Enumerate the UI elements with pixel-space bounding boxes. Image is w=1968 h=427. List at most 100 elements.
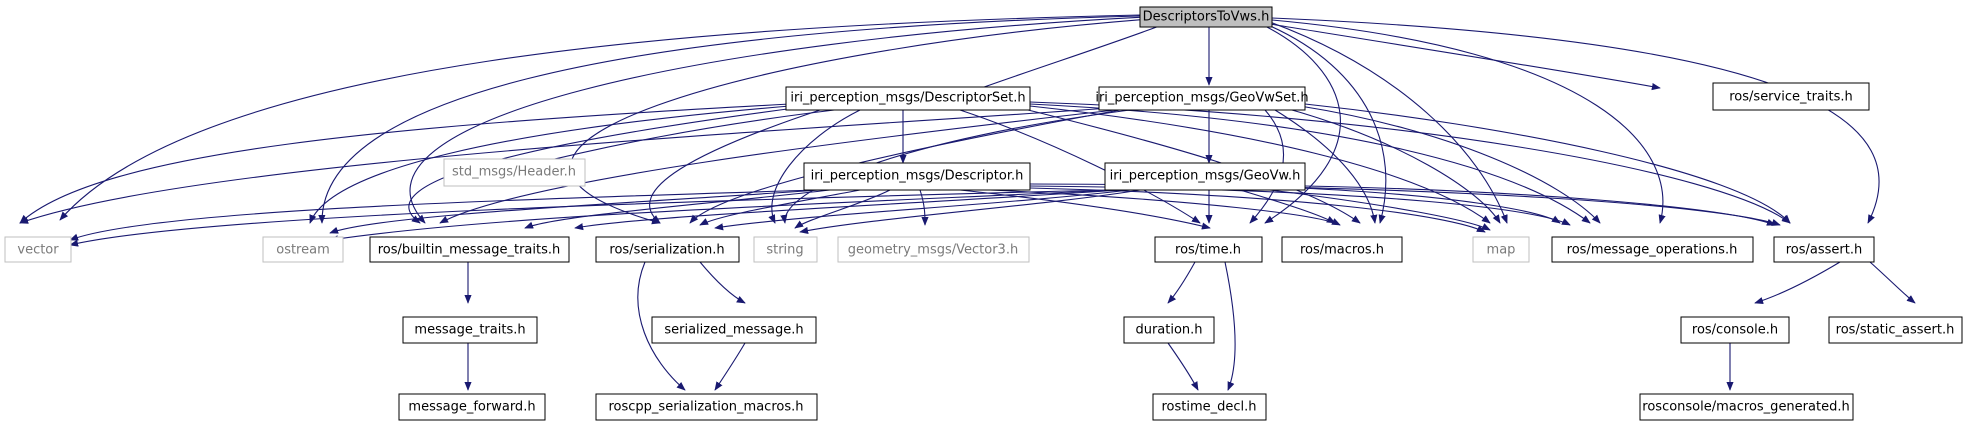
node-ostream-label: ostream (276, 243, 330, 258)
edge-geovwset-assert (1304, 103, 1791, 224)
edge-root-serialization (569, 18, 1151, 225)
node-serialization-label: ros/serialization.h (609, 243, 724, 258)
edge-descriptorset-ostream (309, 105, 791, 224)
node-macros[interactable]: ros/macros.h (1281, 236, 1403, 263)
edge-descriptor-vector (69, 189, 816, 241)
node-message-operations[interactable]: ros/message_operations.h (1551, 236, 1754, 263)
node-descriptor[interactable]: iri_perception_msgs/Descriptor.h (803, 162, 1031, 191)
edge-descriptorset-macros (1019, 107, 1361, 224)
node-map-label: map (1487, 243, 1516, 258)
node-static-assert-label: ros/static_assert.h (1836, 323, 1955, 338)
node-static-assert[interactable]: ros/static_assert.h (1828, 316, 1963, 344)
node-geo-vw-label: iri_perception_msgs/GeoVw.h (1110, 169, 1301, 184)
edge-root-messageops (1271, 19, 1666, 224)
node-duration[interactable]: duration.h (1123, 316, 1215, 344)
edge-serialization-serializedmessage (699, 261, 746, 304)
node-string: string (753, 236, 818, 263)
edge-descriptorset-time (959, 109, 1201, 224)
node-vector3: geometry_msgs/Vector3.h (837, 236, 1030, 263)
node-geo-vw-set-label: iri_perception_msgs/GeoVwSet.h (1095, 91, 1308, 106)
edge-root-ostream (318, 15, 1141, 224)
node-message-forward-label: message_forward.h (408, 400, 535, 415)
node-assert-label: ros/assert.h (1786, 243, 1863, 258)
edge-geovw-builtintraits (574, 189, 1121, 231)
edge-descriptor-string (794, 189, 891, 229)
edge-geovwset-macros (1274, 109, 1378, 224)
edge-descriptor-serialization (699, 189, 861, 226)
edge-descriptorset-serialization (649, 109, 821, 224)
edge-descriptor-vector3 (919, 189, 929, 226)
node-roscpp-macros-label: roscpp_serialization_macros.h (609, 400, 804, 415)
node-root: DescriptorsToVws.h (1139, 6, 1273, 28)
node-rostime-decl[interactable]: rostime_decl.h (1152, 393, 1267, 421)
dependency-edges (19, 14, 1916, 391)
node-service-traits-label: ros/service_traits.h (1729, 90, 1853, 105)
edge-descriptorset-map (1029, 105, 1491, 224)
node-builtin-traits-label: ros/builtin_message_traits.h (378, 243, 561, 258)
header-nodes: DescriptorsToVws.h iri_perception_msgs/D… (4, 6, 1963, 421)
edge-descriptor-builtintraits (524, 189, 831, 229)
node-roscpp-macros[interactable]: roscpp_serialization_macros.h (595, 393, 818, 421)
node-macros-label: ros/macros.h (1300, 243, 1384, 258)
node-rosconsole-macros[interactable]: rosconsole/macros_generated.h (1639, 393, 1854, 421)
edge-assert-staticassert (1869, 261, 1916, 304)
edge-root-builtintraits (409, 16, 1146, 224)
edge-duration-rostimedecl (1167, 342, 1199, 391)
edge-geovw-assert (1304, 185, 1776, 226)
edge-descriptor-time (959, 189, 1211, 230)
edge-geovw-messageops (1299, 187, 1561, 224)
node-service-traits[interactable]: ros/service_traits.h (1712, 82, 1870, 111)
edge-root-servicetraits (1269, 23, 1661, 91)
edge-descriptorset-messageops (1029, 103, 1591, 224)
edge-geovw-vector (69, 189, 1111, 247)
node-message-traits[interactable]: message_traits.h (402, 316, 538, 344)
node-ostream: ostream (262, 236, 344, 263)
node-geo-vw[interactable]: iri_perception_msgs/GeoVw.h (1104, 162, 1306, 191)
edge-descriptorset-vector (19, 103, 791, 224)
node-rostime-decl-label: rostime_decl.h (1161, 400, 1256, 415)
edge-root-descriptorset (958, 21, 1171, 97)
node-time-label: ros/time.h (1175, 243, 1241, 258)
node-serialization[interactable]: ros/serialization.h (595, 236, 740, 263)
node-message-forward[interactable]: message_forward.h (398, 393, 546, 421)
edge-geovw-map (1269, 189, 1491, 231)
node-message-traits-label: message_traits.h (414, 323, 525, 338)
edge-root-macros (1267, 24, 1387, 224)
edge-geovw-ostream (329, 189, 1116, 243)
node-console[interactable]: ros/console.h (1680, 316, 1790, 344)
node-map: map (1472, 236, 1530, 263)
node-message-operations-label: ros/message_operations.h (1567, 243, 1738, 258)
node-descriptor-label: iri_perception_msgs/Descriptor.h (811, 169, 1024, 184)
node-serialized-message-label: serialized_message.h (664, 323, 803, 338)
edge-geovw-string (799, 189, 1141, 234)
edge-geovwset-messageops (1299, 105, 1601, 224)
edge-geovw-serialization (714, 189, 1131, 231)
node-root-label: DescriptorsToVws.h (1143, 10, 1270, 25)
node-descriptor-set-label: iri_perception_msgs/DescriptorSet.h (790, 91, 1025, 106)
node-vector-label: vector (17, 243, 59, 258)
node-string-label: string (766, 243, 803, 258)
node-std-header: std_msgs/Header.h (443, 158, 586, 187)
node-rosconsole-macros-label: rosconsole/macros_generated.h (1642, 400, 1849, 415)
edge-serializedmessage-roscppmacros (714, 342, 746, 391)
edge-geovw-macros (1239, 189, 1336, 224)
edge-serialization-roscppmacros (637, 261, 686, 391)
edge-assert-console (1754, 261, 1841, 304)
node-assert[interactable]: ros/assert.h (1773, 236, 1875, 263)
edge-root-assert (1271, 17, 1880, 224)
node-std-header-label: std_msgs/Header.h (452, 165, 576, 180)
node-serialized-message[interactable]: serialized_message.h (651, 316, 817, 344)
node-vector3-label: geometry_msgs/Vector3.h (848, 243, 1018, 258)
edge-root-vector (59, 14, 1141, 221)
edge-descriptor-ostream (329, 189, 821, 234)
edge-time-duration (1167, 261, 1196, 304)
node-geo-vw-set[interactable]: iri_perception_msgs/GeoVwSet.h (1095, 86, 1309, 111)
edge-geovwset-map (1284, 107, 1501, 224)
edge-geovwset-vector (19, 107, 1111, 224)
edge-root-map (1269, 21, 1508, 224)
node-time[interactable]: ros/time.h (1154, 236, 1263, 263)
node-descriptor-set[interactable]: iri_perception_msgs/DescriptorSet.h (785, 86, 1031, 111)
edge-time-rostimedecl (1224, 261, 1236, 391)
node-builtin-traits[interactable]: ros/builtin_message_traits.h (369, 236, 570, 263)
